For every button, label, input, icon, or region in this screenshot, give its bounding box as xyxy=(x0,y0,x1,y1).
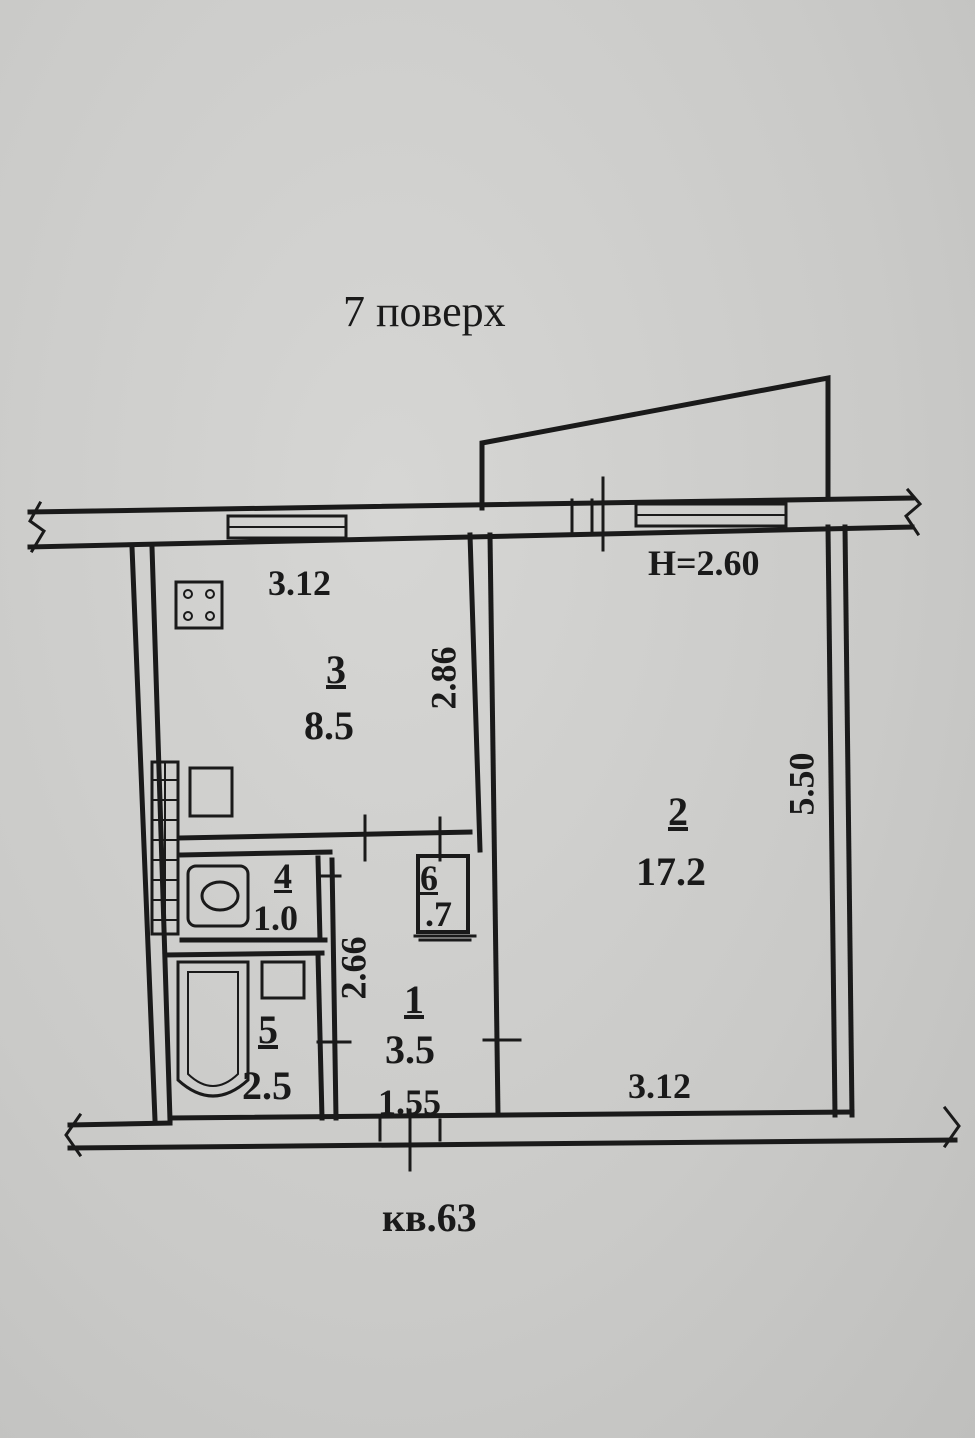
partition-wall-a xyxy=(467,532,483,853)
right-wall-inner xyxy=(825,524,838,1118)
top-wall-outer xyxy=(27,495,915,515)
wc-area: 1.0 xyxy=(253,898,298,938)
stove-burner xyxy=(205,589,215,599)
kitchen-sink xyxy=(188,766,234,818)
living-width-dimension: 3.12 xyxy=(628,1066,691,1106)
bath-top-wall xyxy=(162,950,325,958)
bath-right-wall xyxy=(315,952,325,1121)
bathtub-inner xyxy=(187,971,239,1087)
left-wall-outer xyxy=(129,544,158,1123)
bath-room-number: 5 xyxy=(258,1007,278,1052)
right-wall-outer xyxy=(842,524,855,1118)
wall-break-left xyxy=(28,500,46,554)
stove-burner xyxy=(205,611,215,621)
living-length-dimension: 5.50 xyxy=(781,752,822,816)
kitchen-width-dimension: 3.12 xyxy=(268,563,331,603)
kitchen-depth-dimension: 2.86 xyxy=(423,646,464,710)
balcony-outline xyxy=(479,374,831,511)
closet-room-number: 6 xyxy=(420,858,438,898)
bathtub xyxy=(176,960,250,1098)
kitchen-area: 8.5 xyxy=(304,703,354,748)
bottom-wall-mid xyxy=(67,1120,173,1128)
hall-width-dimension: 1.55 xyxy=(378,1082,441,1122)
stove xyxy=(174,580,224,630)
wc-right-wall xyxy=(315,855,323,943)
ceiling-height-label: H=2.60 xyxy=(648,543,760,583)
apartment-number: кв.63 xyxy=(382,1195,477,1240)
toilet-bowl xyxy=(200,880,240,912)
wc-room-number: 4 xyxy=(274,856,292,896)
bathroom-sink xyxy=(260,960,306,1000)
wall-break-right xyxy=(904,487,923,537)
bottom-wall-inner xyxy=(167,1109,855,1121)
bath-area: 2.5 xyxy=(242,1063,292,1108)
hall-room-number: 1 xyxy=(404,977,424,1022)
hall-length-dimension: 2.66 xyxy=(333,936,374,1000)
kitchen-window xyxy=(226,514,348,540)
wall-break-bottom-right xyxy=(942,1105,961,1149)
hall-area: 3.5 xyxy=(385,1027,435,1072)
kitchen-bottom-wall xyxy=(177,829,473,841)
vent-shaft-hatching xyxy=(151,761,179,935)
stove-burner xyxy=(183,611,193,621)
left-wall-inner xyxy=(149,544,173,1123)
kitchen-room-number: 3 xyxy=(326,647,346,692)
living-window xyxy=(634,502,788,528)
wall-break-bottom-left xyxy=(64,1112,83,1158)
toilet xyxy=(186,864,250,928)
bottom-wall-outer xyxy=(67,1137,958,1151)
living-room-number: 2 xyxy=(668,789,688,834)
kitchen-bottom-wall-inner xyxy=(179,849,333,858)
partition-wall-b xyxy=(487,532,501,1118)
living-room-area: 17.2 xyxy=(636,849,706,894)
floor-title: 7 поверх xyxy=(343,287,506,336)
hall-left-wall xyxy=(329,857,339,1121)
stove-burner xyxy=(183,589,193,599)
closet-area: .7 xyxy=(425,894,452,934)
closet-outline xyxy=(416,854,470,934)
